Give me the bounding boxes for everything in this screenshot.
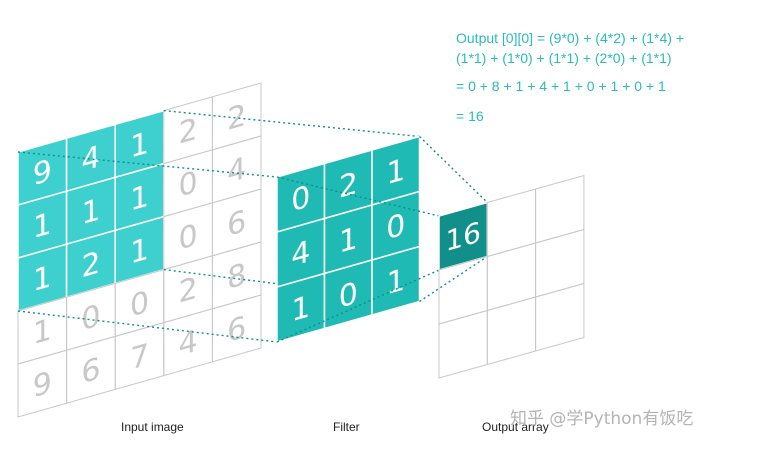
formula-line-4: = 16 [456, 108, 484, 124]
input-cell-value: 6 [227, 310, 246, 350]
watermark: 知乎 @学Python有饭吃 [510, 409, 694, 429]
filter-cell-value: 1 [339, 221, 358, 261]
filter-cell-value: 0 [386, 208, 405, 248]
projection-line [419, 255, 488, 303]
projection-line [419, 135, 488, 204]
input-cell-value: 8 [227, 257, 246, 297]
input-cell-value: 0 [81, 299, 100, 339]
filter-cell-value: 0 [291, 180, 310, 220]
filter-caption: Filter [333, 420, 360, 434]
output-cell [486, 296, 537, 366]
input-cell-value: 6 [227, 204, 246, 244]
projection-line [17, 310, 278, 343]
input-cell-value: 1 [33, 206, 52, 246]
filter-cell-value: 1 [291, 290, 310, 330]
formula-line-2: (1*1) + (1*0) + (1*1) + (2*0) + (1*1) [456, 50, 672, 66]
input-cell-value: 9 [33, 365, 52, 405]
input-cell-value: 2 [227, 98, 246, 138]
formula-line-1: Output [0][0] = (9*0) + (4*2) + (1*4) + [456, 30, 685, 46]
input-cell-value: 0 [179, 218, 198, 258]
input-cell-value: 2 [179, 271, 198, 311]
input-cell [211, 294, 262, 363]
input-cell-value: 1 [33, 312, 52, 352]
formula-line-3: = 0 + 8 + 1 + 4 + 1 + 0 + 1 + 0 + 1 [456, 78, 666, 94]
filter-cell-value: 1 [386, 263, 405, 303]
input-image-caption: Input image [121, 420, 184, 434]
input-cell-value: 1 [33, 259, 52, 299]
output-array-caption: Output array [482, 420, 549, 434]
output-cell [535, 282, 585, 352]
output-cell [535, 228, 585, 298]
output-array-grid: 16 [438, 174, 585, 379]
input-cell-value: 0 [130, 285, 149, 325]
input-cell-value: 2 [81, 246, 100, 286]
filter-cell-value: 4 [291, 235, 310, 275]
input-cell-value: 1 [130, 126, 149, 166]
output-cell [535, 174, 585, 244]
projection-line [17, 151, 278, 178]
output-cell [438, 309, 488, 379]
input-cell-value: 6 [81, 352, 100, 392]
filter-cell-value: 0 [339, 276, 358, 316]
filter-cell-value: 1 [386, 153, 405, 193]
input-cell-value: 7 [130, 338, 149, 378]
input-cell-value: 4 [227, 151, 246, 191]
projection-line [163, 109, 420, 138]
input-cell-value: 1 [130, 232, 149, 272]
filter-cell-value: 2 [339, 166, 358, 206]
input-cell-value: 4 [81, 140, 100, 180]
input-cell-value: 0 [179, 165, 198, 205]
input-cell-value: 1 [130, 179, 149, 219]
projection-lines-filter-output [276, 135, 488, 343]
output-cell [486, 188, 537, 258]
projection-lines-input-filter [17, 109, 420, 343]
output-cell [486, 242, 537, 312]
input-cell-value: 1 [81, 193, 100, 233]
input-cell-value: 4 [179, 324, 198, 364]
input-cell-value: 2 [179, 112, 198, 152]
input-cell-value: 9 [33, 153, 52, 193]
